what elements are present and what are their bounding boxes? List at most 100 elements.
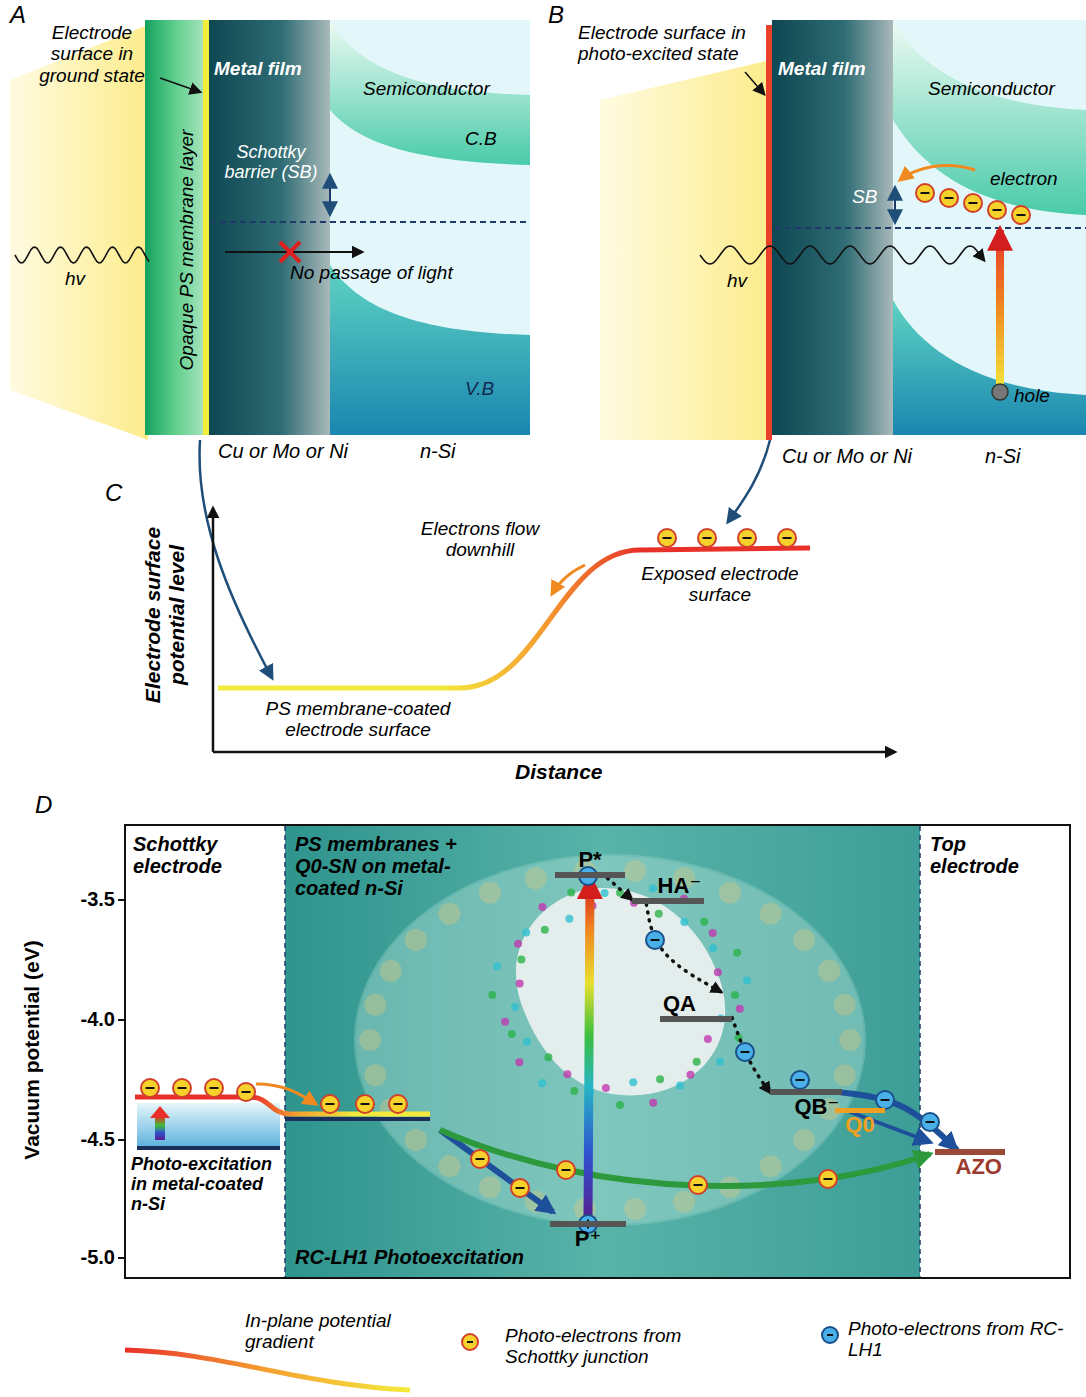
text-label: PS membrane-coated electrode surface: [238, 698, 478, 741]
illustration-part: [646, 931, 664, 949]
illustration-part: [326, 1103, 335, 1105]
illustration-part: [321, 1095, 339, 1113]
illustration-part: [988, 201, 1006, 219]
electron-symbol: [141, 1079, 159, 1097]
illustration-part: [552, 565, 585, 594]
illustration-part: [205, 1079, 223, 1097]
illustration-part: [160, 78, 200, 92]
illustration-part: [743, 537, 752, 539]
region-panel: PS membranes + Q0-SN on metal-coated n-S…: [285, 825, 920, 1278]
illustration-part: [775, 227, 1086, 229]
text-label: D: [35, 792, 65, 819]
region-panel: Schottky electrodePhoto-excitation in me…: [125, 825, 285, 1278]
energy-level: QB⁻: [770, 1089, 842, 1119]
illustration-part: [760, 903, 782, 925]
electron-symbol: [389, 1095, 407, 1113]
tick-label: -4.5: [55, 1128, 115, 1150]
illustration-part: [793, 929, 815, 951]
illustration-part: [213, 751, 895, 754]
illustration-part: [178, 1087, 187, 1089]
node-text: PS membranes + Q0-SN on metal-coated n-S…: [295, 833, 470, 899]
text-label: Semiconductor: [363, 78, 533, 99]
illustration-part: [714, 968, 722, 976]
text-label: No passage of light: [290, 262, 490, 283]
electron-symbol: [689, 1176, 707, 1194]
illustration-part: [479, 882, 501, 904]
illustration-part: [704, 1035, 712, 1043]
legend-text: Photo-electrons from Schottky junction: [505, 1325, 725, 1368]
illustration-part: [155, 1116, 165, 1140]
illustration-part: [146, 1087, 155, 1089]
illustration-part: [511, 1003, 519, 1011]
text-label: A: [10, 2, 40, 29]
text-label: Cu or Mo or Ni: [218, 440, 388, 462]
illustration-part: [522, 928, 530, 936]
illustration-part: [778, 529, 796, 547]
illustration-part: [125, 825, 1070, 1278]
text-label: Electrode surface in ground state: [22, 22, 162, 86]
illustration-part: [839, 1029, 861, 1051]
electron-symbol: [738, 529, 756, 547]
illustration-part: [355, 855, 865, 1225]
illustration-part: [655, 910, 663, 918]
illustration-part: [824, 1178, 833, 1180]
illustration-part: [649, 884, 657, 892]
illustration-part: [819, 1170, 837, 1188]
energy-level: QA: [660, 992, 732, 1022]
electron-transfer-arrow: [732, 1018, 770, 1093]
electron-symbol: [819, 1170, 837, 1188]
electron-symbol: [791, 1071, 809, 1089]
illustration-part: [516, 1187, 525, 1189]
illustration-part: [562, 1169, 571, 1171]
electron-symbol: [988, 201, 1006, 219]
illustration-part: [508, 1030, 516, 1038]
illustration-part: [438, 903, 460, 925]
illustration-part: [733, 949, 741, 957]
illustration-part: [150, 1106, 170, 1118]
illustration-part: [693, 1058, 701, 1066]
illustration-part: [745, 72, 764, 94]
legend-swatch: [125, 1350, 410, 1390]
energy-level: P⁺: [550, 1221, 626, 1251]
illustration-part: [601, 889, 609, 897]
illustration-part: [563, 1070, 571, 1078]
illustration-part: [364, 1064, 386, 1086]
text-label: V.B: [465, 378, 525, 399]
text-label: hole: [1014, 385, 1064, 406]
illustration-part: [651, 939, 660, 941]
illustration-part: [380, 960, 402, 982]
illustration-part: [285, 1117, 430, 1121]
illustration-part: [405, 1129, 427, 1151]
illustration-part: [624, 860, 646, 882]
illustration-part: [969, 202, 978, 204]
illustration-part: [694, 1184, 703, 1186]
illustration-part: [137, 1103, 280, 1148]
illustration-part: [996, 230, 1004, 384]
legend-text: In-plane potential gradient: [245, 1310, 445, 1353]
illustration-part: [364, 994, 386, 1016]
text-label: hv: [65, 268, 95, 289]
text-label: Electrons flow downhill: [400, 518, 560, 561]
electron-symbol: [698, 529, 716, 547]
illustration-part: [783, 537, 792, 539]
illustration-part: [900, 165, 975, 180]
node-text: Schottky electrode: [133, 833, 273, 877]
electron-transfer-arrow: [588, 878, 590, 1221]
illustration-part: [361, 1103, 370, 1105]
illustration-part: [760, 1155, 782, 1177]
illustration-part: [703, 537, 712, 539]
illustration-part: [743, 976, 751, 984]
region-panel: Top electrodeAZO: [920, 825, 1070, 1278]
illustration-part: [209, 20, 330, 435]
energy-level: HA⁻: [632, 874, 704, 904]
illustration-part: [329, 176, 331, 214]
illustration-part: [544, 1053, 552, 1061]
illustration-part: [624, 1198, 646, 1220]
electron-transfer-arrow: [646, 904, 721, 992]
electron-symbol: [964, 194, 982, 212]
node-text: P⁺: [550, 1227, 626, 1251]
illustration-part: [538, 903, 546, 911]
illustration-part: [538, 1079, 546, 1087]
illustration-part: [919, 826, 921, 1277]
illustration-part: [893, 300, 1086, 435]
